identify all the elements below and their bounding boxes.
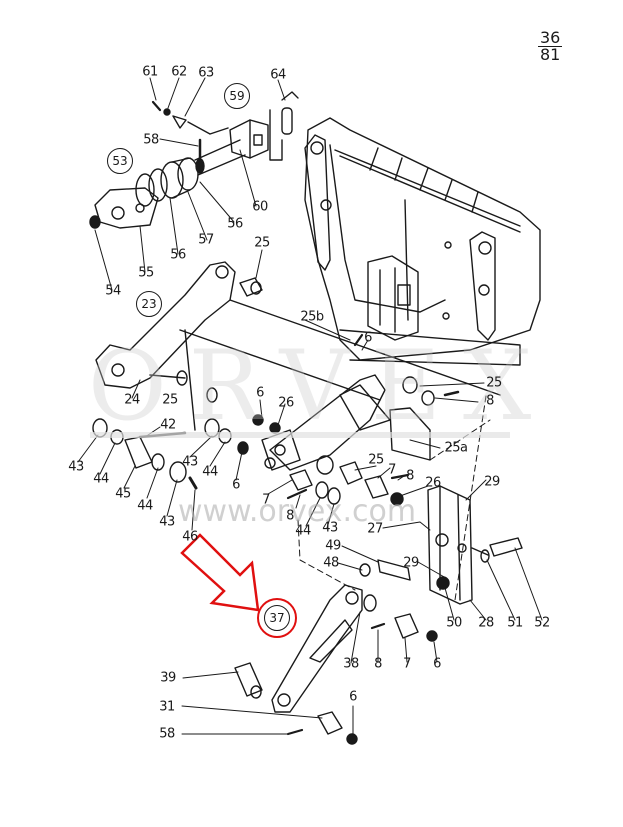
- part-label[interactable]: 25: [254, 235, 270, 251]
- part-label[interactable]: 26: [278, 395, 294, 411]
- watermark-band: [90, 432, 510, 438]
- part-label[interactable]: 8: [486, 393, 494, 409]
- part-label[interactable]: 27: [367, 521, 383, 537]
- part-label[interactable]: 28: [478, 615, 494, 631]
- part-label[interactable]: 43: [159, 514, 175, 530]
- part-label[interactable]: 42: [160, 417, 176, 433]
- part-label[interactable]: 50: [446, 615, 462, 631]
- part-label[interactable]: 6: [232, 477, 240, 493]
- part-label[interactable]: 29: [403, 555, 419, 571]
- shaft-assembly: [89, 91, 299, 229]
- lever-assembly: [261, 333, 460, 506]
- part-label[interactable]: 58: [159, 726, 175, 742]
- part-label[interactable]: 39: [160, 670, 176, 686]
- part-label[interactable]: 43: [322, 520, 338, 536]
- part-label[interactable]: 43: [68, 459, 84, 475]
- part-label[interactable]: 55: [138, 265, 154, 281]
- part-label[interactable]: 44: [93, 471, 109, 487]
- part-label[interactable]: 45: [115, 486, 131, 502]
- part-label[interactable]: 44: [295, 523, 311, 539]
- part-label[interactable]: 29: [484, 474, 500, 490]
- part-label[interactable]: 44: [202, 464, 218, 480]
- page-reference: 36 81: [538, 28, 563, 64]
- assembly-callout-59[interactable]: 59: [224, 83, 250, 109]
- part-label[interactable]: 56: [227, 216, 243, 232]
- part-label[interactable]: 61: [142, 64, 158, 80]
- part-label[interactable]: 25: [368, 452, 384, 468]
- part-label[interactable]: 63: [198, 65, 214, 81]
- assembly-callout-23[interactable]: 23: [136, 291, 162, 317]
- part-label[interactable]: 6: [364, 330, 372, 346]
- part-label[interactable]: 7: [262, 492, 270, 508]
- part-label[interactable]: 8: [406, 468, 414, 484]
- part-label[interactable]: 6: [349, 689, 357, 705]
- part-label[interactable]: 57: [198, 232, 214, 248]
- part-label[interactable]: 6: [433, 656, 441, 672]
- part-label[interactable]: 54: [105, 283, 121, 299]
- part-label[interactable]: 56: [170, 247, 186, 263]
- part-label[interactable]: 8: [374, 656, 382, 672]
- part-label[interactable]: 51: [507, 615, 523, 631]
- part-label[interactable]: 8: [286, 508, 294, 524]
- page-reference-denominator: 81: [540, 45, 561, 64]
- part-label[interactable]: 58: [143, 132, 159, 148]
- page-reference-numerator: 36: [538, 28, 563, 47]
- main-arm: [95, 261, 501, 431]
- frame-body: [304, 117, 541, 366]
- part-label[interactable]: 48: [323, 555, 339, 571]
- part-label[interactable]: 25: [486, 375, 502, 391]
- part-label[interactable]: 49: [325, 538, 341, 554]
- part-label[interactable]: 7: [403, 656, 411, 672]
- part-label[interactable]: 25a: [444, 440, 468, 456]
- part-label[interactable]: 7: [388, 462, 396, 478]
- leader-lines: [77, 77, 543, 735]
- part-label[interactable]: 60: [252, 199, 268, 215]
- bracket-assembly: [359, 485, 523, 605]
- part-label[interactable]: 6: [256, 385, 264, 401]
- part-label[interactable]: 38: [343, 656, 359, 672]
- lower-arm: [234, 584, 438, 745]
- part-label[interactable]: 44: [137, 498, 153, 514]
- part-label[interactable]: 24: [124, 392, 140, 408]
- part-label[interactable]: 52: [534, 615, 550, 631]
- part-label[interactable]: 46: [182, 529, 198, 545]
- part-label[interactable]: 25b: [300, 309, 324, 325]
- part-label[interactable]: 62: [171, 64, 187, 80]
- part-label[interactable]: 25: [162, 392, 178, 408]
- highlight-ring: [257, 598, 297, 638]
- part-label[interactable]: 31: [159, 699, 175, 715]
- part-label[interactable]: 64: [270, 67, 286, 83]
- assembly-callout-53[interactable]: 53: [107, 148, 133, 174]
- part-label[interactable]: 43: [182, 454, 198, 470]
- part-label[interactable]: 26: [425, 475, 441, 491]
